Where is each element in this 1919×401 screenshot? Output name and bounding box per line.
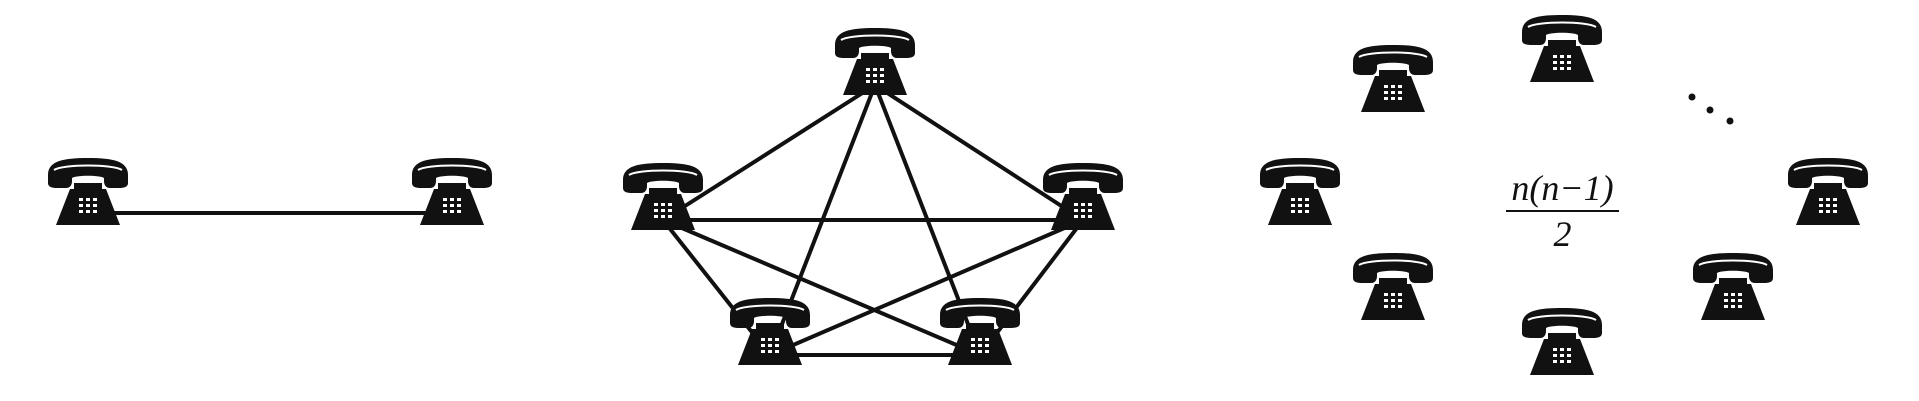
connection-line: [873, 83, 1085, 222]
connections-formula: n(n−1) 2: [1500, 168, 1625, 254]
ellipsis-dots: [1688, 93, 1734, 125]
telephone-icon: [1787, 157, 1869, 226]
formula-numerator: n(n−1): [1511, 168, 1614, 208]
telephone-icon: [1042, 162, 1124, 231]
telephone-icon: [729, 297, 811, 366]
telephone-icon: [411, 157, 493, 226]
connection-line: [661, 83, 877, 222]
telephone-icon: [834, 27, 916, 96]
telephone-icon: [1352, 252, 1434, 321]
telephone-icon: [1521, 14, 1603, 83]
telephone-icon: [939, 297, 1021, 366]
telephone-icon: [1692, 252, 1774, 321]
connection-line: [768, 218, 1085, 357]
telephone-icon: [1352, 44, 1434, 113]
telephone-icon: [47, 157, 129, 226]
telephone-icon: [1521, 307, 1603, 376]
fraction-bar: [1506, 210, 1619, 212]
telephone-icon: [1259, 157, 1341, 226]
connection-line: [661, 218, 982, 357]
formula-denominator: 2: [1553, 214, 1572, 254]
telephone-icon: [622, 162, 704, 231]
connection-lines: [86, 83, 1085, 357]
